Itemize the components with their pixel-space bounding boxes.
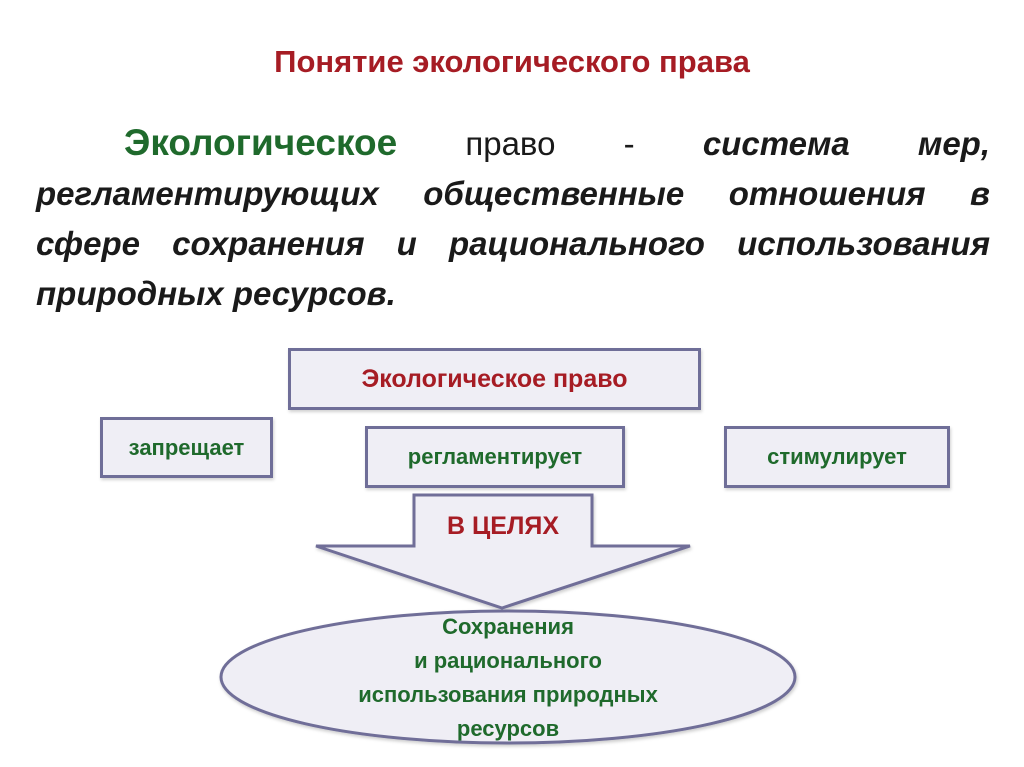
goal-line-1: Сохранения — [442, 614, 574, 639]
definition-dash: - — [623, 125, 635, 162]
slide-title: Понятие экологического права — [274, 44, 750, 79]
definition-line-2: регламентирующих общественные отношения … — [36, 175, 990, 212]
definition: Экологическое право - система мер, регла… — [36, 118, 990, 319]
function-box-stimulates: стимулирует — [724, 426, 950, 488]
goal-line-2: и рационального — [414, 648, 602, 673]
function-box-regulates: регламентирует — [365, 426, 625, 488]
definition-term: Экологическое — [124, 122, 398, 163]
main-concept-box: Экологическое право — [288, 348, 701, 410]
goal-line-3: использования природных — [358, 682, 658, 707]
definition-word-pravo: право — [465, 125, 556, 162]
definition-line-3: сфере сохранения и рационального использ… — [36, 225, 990, 262]
down-arrow — [315, 493, 691, 610]
goal-ellipse — [219, 609, 797, 745]
definition-word-sistema: система — [702, 125, 850, 162]
definition-first-line: Экологическое право - система мер, — [36, 118, 990, 169]
arrow-label: В ЦЕЛЯХ — [446, 512, 560, 540]
definition-line-4: природных ресурсов. — [36, 275, 396, 312]
definition-word-mer: мер, — [917, 125, 990, 162]
goal-text: Сохранения и рационального использования… — [318, 610, 698, 746]
function-box-prohibits: запрещает — [100, 417, 273, 478]
goal-line-4: ресурсов — [456, 716, 560, 741]
